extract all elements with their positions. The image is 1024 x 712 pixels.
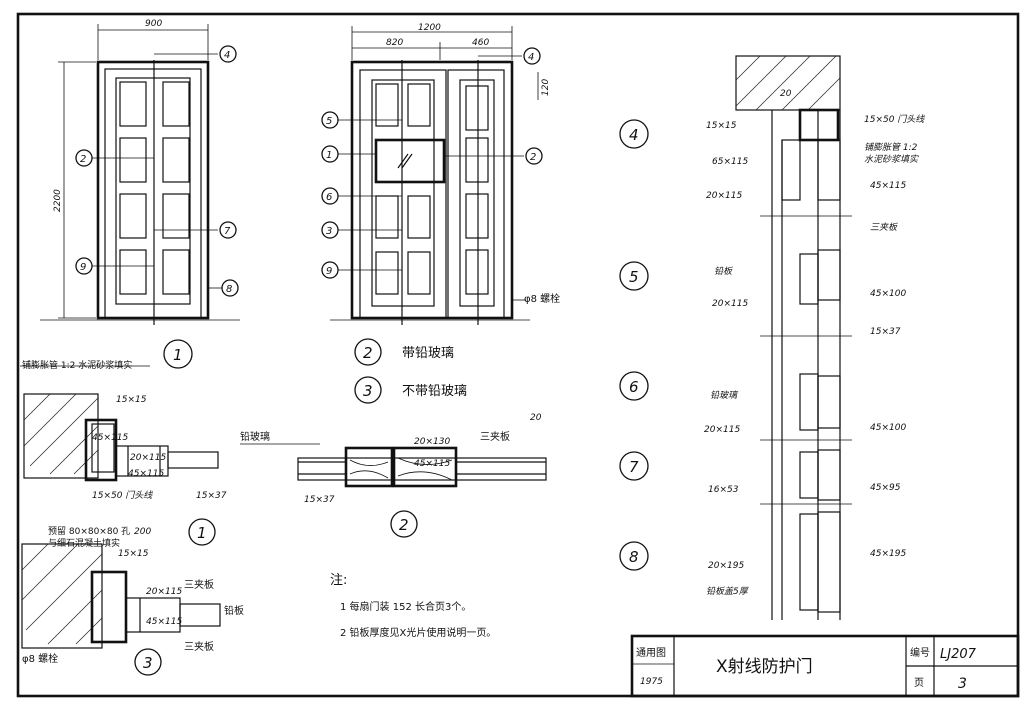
s3-label: 3	[143, 654, 153, 672]
door-elevation-2: 1200 820 460 120 4 5 1 6 3 9 2 φ8 螺栓	[321, 23, 560, 325]
s3-note-e: 铅板	[224, 604, 244, 617]
s1-note-b: 20×115	[130, 453, 166, 463]
door2-callout-1: 1	[326, 150, 332, 161]
tb-code: LJ207	[940, 647, 977, 662]
door2-callout-3: 3	[326, 226, 332, 237]
door2-callout-4: 4	[528, 52, 534, 63]
rs-l6: 铅玻璃	[710, 390, 739, 401]
rs-l7: 20×115	[704, 425, 740, 435]
door1-callout-9: 9	[80, 262, 86, 273]
s2-note-a: 20×130	[414, 437, 450, 447]
sheet-border	[16, 12, 1020, 698]
door1-callout-8: 8	[226, 284, 232, 295]
door2-left-width-dim: 820	[386, 38, 403, 48]
s3-note-b: 15×15	[118, 549, 149, 559]
right-vertical-sections: 4 5 6 7 8 15×50 门头线 铺膨胀管 1:2 水泥砂浆填实 45×1…	[619, 55, 925, 620]
rs-l5: 20×115	[712, 299, 748, 309]
notes-item-2: 2 铅板厚度见X光片使用说明一页。	[340, 626, 496, 639]
s1-note-d: 45×115	[128, 469, 164, 479]
door1-width-dim: 900	[145, 19, 162, 29]
s1-note-f: 45×115	[92, 433, 128, 443]
s2-note-three: 三夹板	[480, 430, 510, 443]
tb-page: 3	[958, 676, 967, 692]
rs-label-5: 5	[629, 268, 639, 286]
legend-text-3: 不带铅玻璃	[402, 384, 467, 399]
rs-l9: 20×195	[708, 561, 744, 571]
s1-note-a: 15×15	[116, 395, 147, 405]
s1-note-c: 15×50 门头线	[92, 490, 153, 501]
rs-t4: 45×115	[870, 181, 906, 191]
rs-l1: 15×15	[706, 121, 737, 131]
door2-right-width-dim: 460	[472, 38, 489, 48]
tb-left1: 通用图	[636, 647, 666, 659]
door-elevation-1: 900 2200 4 2 7 9 8 1	[40, 19, 240, 369]
s1-note-top: 铺膨胀管 1:2 水泥砂浆填实	[22, 359, 132, 371]
door2-callout-2: 2	[530, 152, 536, 163]
s3-note-pre2: 与细石混凝土填实	[48, 537, 120, 549]
notes-block: 注: 1 每扇门装 152 长合页3个。 2 铅板厚度见X光片使用说明一页。	[330, 573, 496, 639]
tb-code-label: 编号	[910, 646, 930, 659]
s3-note-bolt: φ8 螺栓	[22, 652, 58, 665]
rs-t5: 三夹板	[870, 222, 899, 233]
rs-t3: 水泥砂浆填实	[864, 154, 919, 165]
door1-label: 1	[173, 346, 183, 364]
s2-note-c: 15×37	[304, 495, 335, 505]
door1-callout-7: 7	[224, 226, 231, 237]
rs-l2: 65×115	[712, 157, 748, 167]
section-3-detail: 预留 80×80×80 孔 与细石混凝土填实 200 15×15 20×115 …	[21, 525, 244, 676]
legend: 2 带铅玻璃 3 不带铅玻璃	[354, 338, 467, 404]
rs-top: 20	[780, 89, 792, 99]
rs-t7: 15×37	[870, 327, 901, 337]
s2-note-b: 45×115	[414, 459, 450, 469]
rs-t9: 45×95	[870, 483, 901, 493]
section-2-detail: 铅玻璃 三夹板 20×130 45×115 15×37 20 2	[240, 413, 547, 538]
rs-label-8: 8	[629, 548, 639, 566]
s3-note-g: 三夹板	[184, 640, 214, 653]
door2-callout-9: 9	[326, 266, 332, 277]
door2-callout-5: 5	[326, 116, 332, 127]
rs-t6: 45×100	[870, 289, 906, 299]
s1-note-e: 15×37	[196, 491, 227, 501]
door1-callout-2: 2	[80, 154, 86, 165]
s3-note-a: 200	[134, 527, 151, 537]
rs-l10: 铅板盖5厚	[706, 586, 750, 597]
notes-item-1: 1 每扇门装 152 长合页3个。	[340, 600, 471, 613]
s3-note-c: 20×115	[146, 587, 182, 597]
door2-total-width-dim: 1200	[418, 23, 441, 33]
rs-t1: 15×50 门头线	[864, 114, 925, 125]
s1-label: 1	[197, 524, 207, 542]
s3-note-pre: 预留 80×80×80 孔	[48, 525, 130, 537]
s2-note-d: 20	[530, 413, 542, 423]
legend-num-3: 3	[363, 382, 373, 400]
tb-page-label: 页	[914, 677, 924, 689]
rs-label-6: 6	[629, 378, 639, 396]
rs-l4: 铅板	[714, 266, 734, 277]
s3-note-f: 45×115	[146, 617, 182, 627]
tb-left2: 1975	[640, 677, 663, 687]
s3-note-d: 三夹板	[184, 578, 214, 591]
tb-title: X射线防护门	[716, 657, 813, 677]
rs-label-7: 7	[629, 458, 639, 476]
legend-text-2: 带铅玻璃	[402, 346, 454, 361]
door2-bolt-note: φ8 螺栓	[524, 292, 560, 305]
rs-t10: 45×195	[870, 549, 906, 559]
legend-num-2: 2	[363, 344, 373, 362]
rs-l3: 20×115	[706, 191, 742, 201]
rs-label-4: 4	[629, 126, 639, 144]
door2-side-dim: 120	[541, 79, 551, 96]
s2-label: 2	[399, 516, 409, 534]
rs-t8: 45×100	[870, 423, 906, 433]
notes-title: 注:	[330, 573, 347, 588]
door1-callout-4: 4	[224, 50, 230, 61]
door1-height-dim: 2200	[53, 189, 63, 212]
door2-callout-6: 6	[326, 192, 332, 203]
rs-l8: 16×53	[708, 485, 739, 495]
section-1-detail: 铺膨胀管 1:2 水泥砂浆填实 15×15 20×115 15×50 门头线 4…	[20, 359, 227, 546]
s2-note-glass: 铅玻璃	[240, 430, 270, 443]
title-block: 通用图 1975 X射线防护门 编号 LJ207 页 3	[630, 634, 1020, 698]
rs-t2: 铺膨胀管 1:2	[864, 142, 918, 153]
